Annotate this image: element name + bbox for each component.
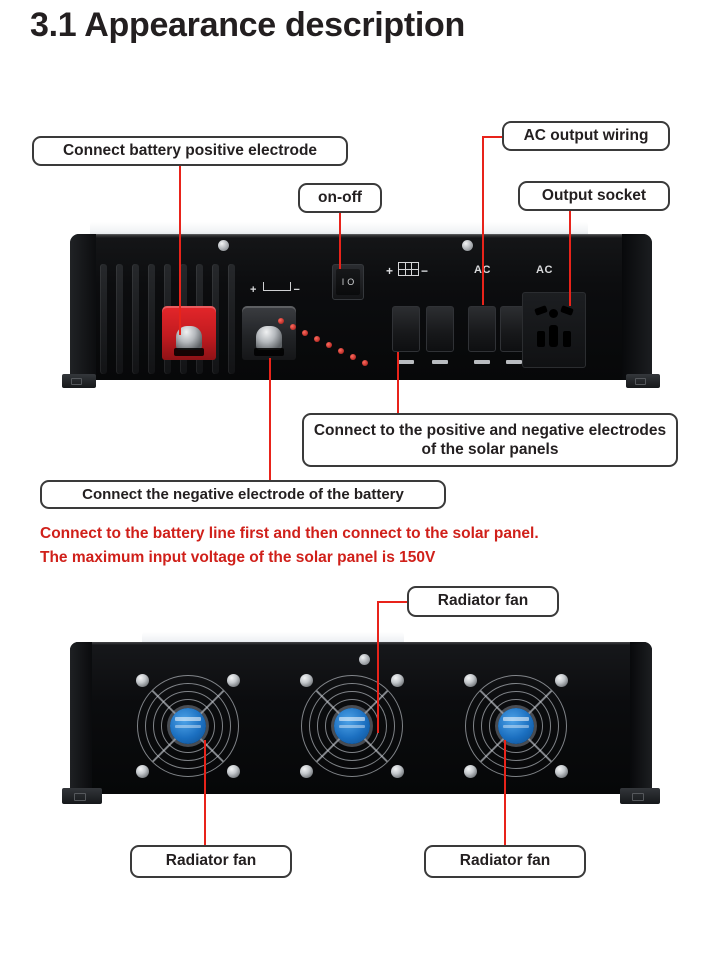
rear-left-edge [70,642,92,794]
leader-ac-output-wiring-horizontal [482,136,504,138]
page-title: 3.1 Appearance description [30,6,465,44]
fan-3-screw-bl [464,765,477,778]
leader-radiator-fan-right [504,740,506,846]
led-5 [326,342,332,348]
radiator-fan-1 [132,670,244,782]
inverter-rear-panel-image [62,632,660,814]
negative-terminal-bolt [256,326,282,350]
front-top-bevel [70,234,652,238]
leader-radiator-fan-top-horizontal [377,601,409,603]
warning-text: Connect to the battery line first and th… [40,522,690,570]
rear-mounting-foot-left [62,788,102,804]
front-mounting-foot-right [626,374,660,388]
fan-2-screw-bl [300,765,313,778]
rear-center-screw [359,654,370,665]
callout-radiator-fan-left[interactable]: Radiator fan [130,845,292,878]
leader-output-socket [569,209,571,306]
rear-right-edge [630,642,652,794]
leader-radiator-fan-left [204,740,206,846]
inverter-front-panel-image: +− IO +− AC AC [62,222,660,394]
callout-on-off[interactable]: on-off [298,183,382,213]
leader-solar-electrodes [397,352,399,414]
callout-battery-positive[interactable]: Connect battery positive electrode [32,136,348,166]
fan-2-screw-br [391,765,404,778]
leader-ac-output-wiring-vertical [482,136,484,305]
rear-top-bevel [70,642,652,645]
socket-lower-left [537,331,545,347]
callout-radiator-fan-top[interactable]: Radiator fan [407,586,559,617]
fan-3-hub-label [498,708,534,744]
socket-slot-left [534,305,548,316]
socket-slot-right [560,305,574,316]
fan-3-screw-tr [555,674,568,687]
radiator-fan-2 [296,670,408,782]
positive-terminal-slot [174,348,204,356]
negative-terminal-slot [254,348,284,356]
battery-plus-label: + [250,284,262,296]
led-6 [338,348,344,354]
fan-3-screw-br [555,765,568,778]
warning-line-1: Connect to the battery line first and th… [40,525,539,542]
socket-lower-right [563,331,571,347]
leader-battery-positive [179,163,181,335]
leader-battery-negative [269,358,271,481]
front-chassis: +− IO +− AC AC [70,234,652,380]
ac-terminal-line [468,306,496,364]
fan-2-screw-tr [391,674,404,687]
rear-chassis [70,642,652,794]
solar-terminal-negative [426,306,454,364]
callout-ac-output-wiring[interactable]: AC output wiring [502,121,670,151]
solar-minus-label: − [421,264,432,278]
led-4 [314,336,320,342]
panel-screw-left [218,240,229,251]
front-left-edge [70,234,96,380]
led-1 [278,318,284,324]
led-3 [302,330,308,336]
solar-input-silkscreen: +− [386,262,431,278]
socket-center-slot [549,325,558,347]
fan-1-screw-br [227,765,240,778]
battery-positive-terminal [162,306,216,360]
fan-1-hub-label [170,708,206,744]
solar-terminal-positive [392,306,420,364]
callout-solar-electrodes[interactable]: Connect to the positive and negative ele… [302,413,678,467]
panel-screw-right [462,240,473,251]
switch-off-label: O [347,277,355,287]
front-mounting-foot-left [62,374,96,388]
rear-mounting-foot-right [620,788,660,804]
front-right-edge [622,234,652,380]
solar-plus-label: + [386,264,397,278]
battery-minus-label: − [293,284,305,296]
leader-radiator-fan-top-vertical [377,601,379,733]
fan-2-grille [301,675,403,777]
ac-socket-label: AC [536,264,553,276]
radiator-fan-3 [460,670,572,782]
led-8 [362,360,368,366]
fan-2-screw-tl [300,674,313,687]
callout-output-socket[interactable]: Output socket [518,181,670,211]
universal-ac-output-socket [522,292,586,368]
solar-panel-icon [398,262,420,276]
switch-on-label: I [341,277,345,287]
battery-negative-terminal [242,306,296,360]
fan-1-grille [137,675,239,777]
fan-3-grille [465,675,567,777]
leader-on-off [339,211,341,269]
fan-1-screw-tr [227,674,240,687]
fan-1-screw-bl [136,765,149,778]
warning-line-2: The maximum input voltage of the solar p… [40,549,436,567]
battery-icon [263,282,292,291]
callout-radiator-fan-right[interactable]: Radiator fan [424,845,586,878]
fan-3-screw-tl [464,674,477,687]
socket-earth-pin [549,309,558,318]
led-2 [290,324,296,330]
battery-terminal-silkscreen: +− [250,282,305,296]
callout-battery-negative[interactable]: Connect the negative electrode of the ba… [40,480,446,509]
fan-2-hub-label [334,708,370,744]
led-7 [350,354,356,360]
fan-1-screw-tl [136,674,149,687]
